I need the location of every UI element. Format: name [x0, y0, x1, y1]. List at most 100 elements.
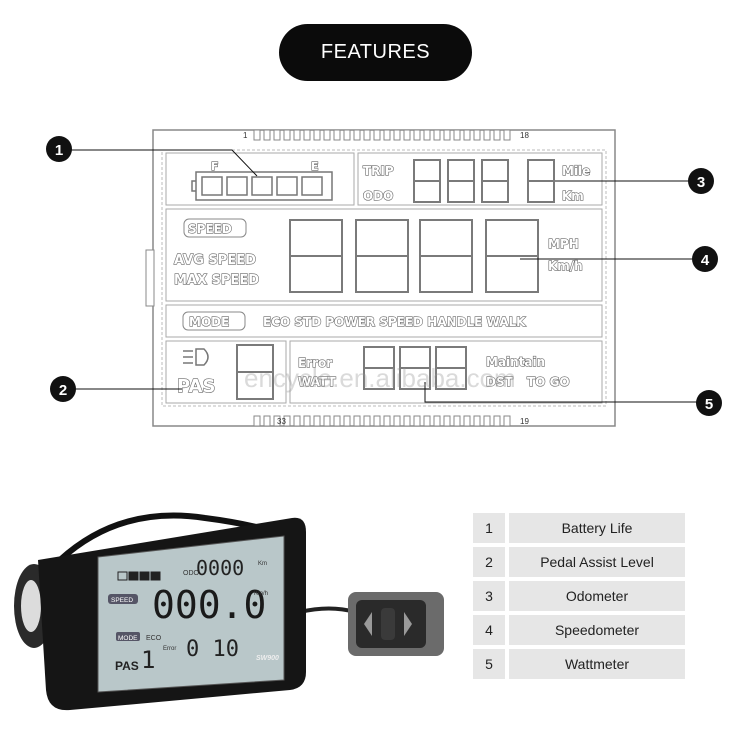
- device-speed-badge-box: [108, 594, 138, 604]
- battery-section: [165, 152, 355, 206]
- legend-label: Odometer: [509, 581, 685, 611]
- callout-badge-3: 3: [688, 168, 714, 194]
- legend-label: Wattmeter: [509, 649, 685, 679]
- pin: [413, 129, 421, 141]
- pin: [463, 415, 471, 427]
- pin: [333, 415, 341, 427]
- pin: [473, 129, 481, 141]
- pin: [363, 415, 371, 427]
- watt-digits: [363, 346, 467, 390]
- segment-digit: [481, 159, 509, 203]
- pin: [283, 415, 291, 427]
- callout-badge-1: 1: [46, 136, 72, 162]
- device-mode-badge: MODE: [118, 635, 138, 642]
- pin: [363, 129, 371, 141]
- pin: [373, 415, 381, 427]
- remote-left-arrow-icon: [364, 612, 372, 636]
- headlight-icon: [183, 348, 209, 366]
- pin: [463, 129, 471, 141]
- pas-section: [165, 340, 287, 404]
- device-pas-label: PAS: [115, 659, 139, 673]
- speed-section: [165, 208, 603, 302]
- segment-digit: [363, 346, 395, 390]
- segment-digit: [399, 346, 431, 390]
- pin: [373, 129, 381, 141]
- trip-label: TRIP: [363, 164, 394, 178]
- battery-cell: [301, 176, 323, 196]
- pin: [423, 129, 431, 141]
- device-battery-indicator: [117, 571, 161, 581]
- mode-badge-box: [182, 311, 246, 331]
- device-pas-value: 1: [141, 646, 155, 674]
- pin: [443, 129, 451, 141]
- callout-badge-5: 5: [696, 390, 722, 416]
- speed-digits: [289, 219, 539, 293]
- pas-label: PAS: [177, 376, 215, 397]
- device-error-label: Error: [163, 646, 176, 652]
- pin: [313, 415, 321, 427]
- legend-label: Pedal Assist Level: [509, 547, 685, 577]
- device-battery-cell: [150, 571, 161, 581]
- pin: [283, 129, 291, 141]
- legend-label: Speedometer: [509, 615, 685, 645]
- device-battery-cell: [128, 571, 139, 581]
- device-model-label: SW900: [256, 655, 279, 662]
- battery-cell: [276, 176, 298, 196]
- pin: [433, 129, 441, 141]
- remote-cable: [299, 606, 356, 614]
- watt-label: WATT: [298, 375, 337, 389]
- pin: [453, 129, 461, 141]
- km-label: Km: [562, 189, 584, 203]
- device-battery-cell: [117, 571, 128, 581]
- legend-number: 3: [473, 581, 505, 611]
- pin: [333, 129, 341, 141]
- mode-section: [165, 304, 603, 338]
- pin: [493, 415, 501, 427]
- features-title: FEATURES: [320, 41, 431, 63]
- inner-dashed-area: [161, 149, 607, 407]
- segment-digit: [236, 344, 274, 400]
- device-speed-unit: Km/h: [254, 591, 268, 597]
- pin: [303, 129, 311, 141]
- segment-digit: [435, 346, 467, 390]
- mode-badge: MODE: [189, 315, 229, 329]
- battery-cell: [201, 176, 223, 196]
- battery-empty-label: E: [311, 160, 319, 173]
- pin: [273, 129, 281, 141]
- battery-cell: [226, 176, 248, 196]
- device-mode-value: ECO: [146, 635, 162, 642]
- watermark: encycle.en.alibaba.com: [244, 363, 516, 393]
- segment-digit: [485, 219, 539, 293]
- pin-label-1: 1: [243, 131, 248, 140]
- odo-label: ODO: [363, 189, 393, 203]
- togo-label: TO GO: [527, 375, 570, 389]
- handlebar-clamp-hole: [21, 580, 41, 632]
- device-odo-unit: Km: [258, 561, 267, 567]
- pin: [393, 129, 401, 141]
- pin-label-18: 18: [520, 131, 529, 140]
- speed-badge: SPEED: [188, 222, 232, 236]
- max-speed-label: MAX SPEED: [174, 273, 259, 288]
- pin: [263, 129, 271, 141]
- pin: [483, 415, 491, 427]
- battery-cell: [251, 176, 273, 196]
- pin-label-33: 33: [277, 417, 286, 426]
- pin: [503, 415, 511, 427]
- top-pins: [253, 129, 511, 141]
- segment-digit: [419, 219, 473, 293]
- odometer-digits: [413, 159, 555, 203]
- battery-full-label: F: [211, 160, 219, 173]
- pin: [403, 129, 411, 141]
- pin: [293, 129, 301, 141]
- pin: [353, 415, 361, 427]
- pin: [403, 415, 411, 427]
- mph-label: MPH: [548, 237, 579, 251]
- pin: [483, 129, 491, 141]
- pin: [413, 415, 421, 427]
- pas-digit: [236, 344, 274, 400]
- segment-digit: [355, 219, 409, 293]
